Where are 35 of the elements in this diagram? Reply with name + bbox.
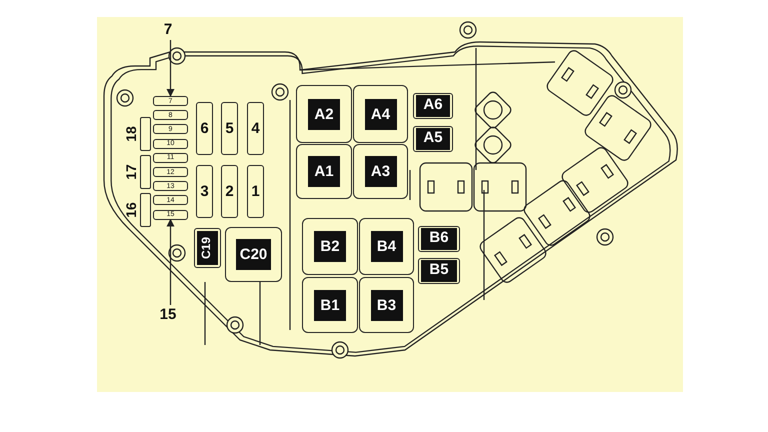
fuse: 3 xyxy=(196,165,213,218)
callout-number: 15 xyxy=(158,307,178,323)
relay-label: C20 xyxy=(236,239,272,270)
relay-socket xyxy=(225,227,282,282)
callout-number: 7 xyxy=(160,22,176,38)
relay-socket xyxy=(359,218,414,275)
relay-label: C19 xyxy=(197,231,218,265)
fuse: 6 xyxy=(196,102,213,155)
relay-label: B6 xyxy=(421,228,457,250)
relay-label: B5 xyxy=(421,260,457,282)
relay-label: A5 xyxy=(416,128,450,150)
relay-label: A4 xyxy=(364,98,396,130)
fuse-number: 17 xyxy=(124,164,138,180)
relay-label: B4 xyxy=(370,231,402,262)
relay-label: B1 xyxy=(314,290,346,320)
leader-line xyxy=(166,218,174,305)
fuse-number: 18 xyxy=(124,126,138,142)
relay-socket xyxy=(302,218,358,275)
fuse-number: 16 xyxy=(124,202,138,218)
relay-label: B2 xyxy=(314,231,346,262)
relay-label: A2 xyxy=(308,98,340,130)
relay-label: A3 xyxy=(364,156,396,187)
relay-socket xyxy=(296,85,352,143)
relay-label: B3 xyxy=(370,290,402,320)
fuse: 2 xyxy=(221,165,238,218)
fuse: 5 xyxy=(221,102,238,155)
relay-socket xyxy=(359,277,414,333)
relay-socket xyxy=(302,277,358,333)
relay-socket xyxy=(353,144,408,199)
fuse: 1 xyxy=(247,165,264,218)
relay-label: A6 xyxy=(416,95,450,117)
relay-label: A1 xyxy=(308,156,340,187)
fuse: 4 xyxy=(247,102,264,155)
relay-socket xyxy=(353,85,408,143)
relay-socket xyxy=(296,144,352,199)
